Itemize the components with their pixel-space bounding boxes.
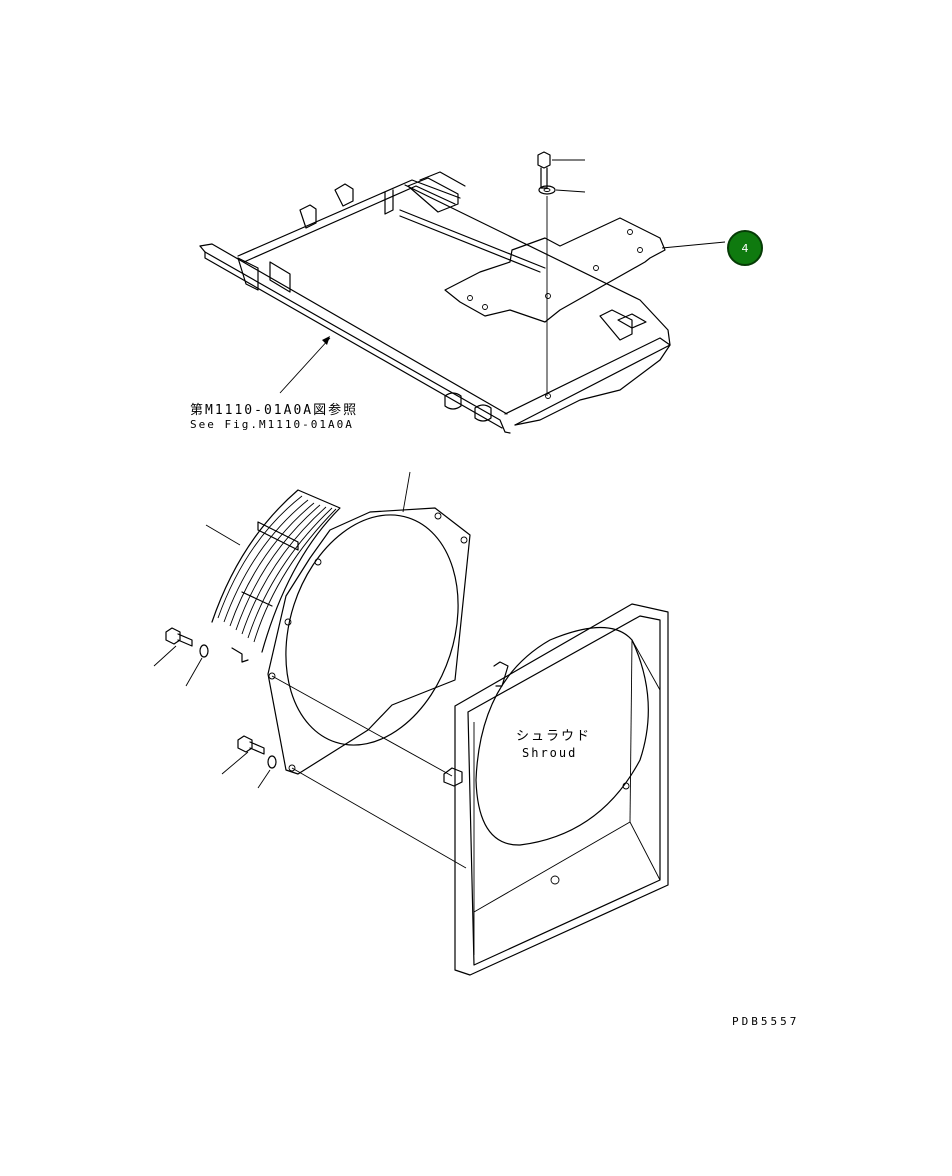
- shroud-label-ja: シュラウド: [516, 729, 592, 744]
- shroud-label-en: Shroud: [522, 746, 578, 760]
- drawing-code: PDB5557: [732, 1015, 800, 1028]
- reference-label-en: See Fig.M1110-01A0A: [190, 418, 354, 431]
- fan-guard: [205, 489, 341, 663]
- bolt-washer-set: [153, 627, 277, 789]
- shroud: [443, 603, 669, 976]
- reference-label-ja: 第M1110-01A0A図参照: [190, 403, 359, 418]
- frame-assembly: [199, 151, 726, 434]
- callout-badge[interactable]: 4: [727, 230, 763, 266]
- fan-ring-plate: [267, 471, 471, 869]
- callout-number: 4: [741, 241, 749, 255]
